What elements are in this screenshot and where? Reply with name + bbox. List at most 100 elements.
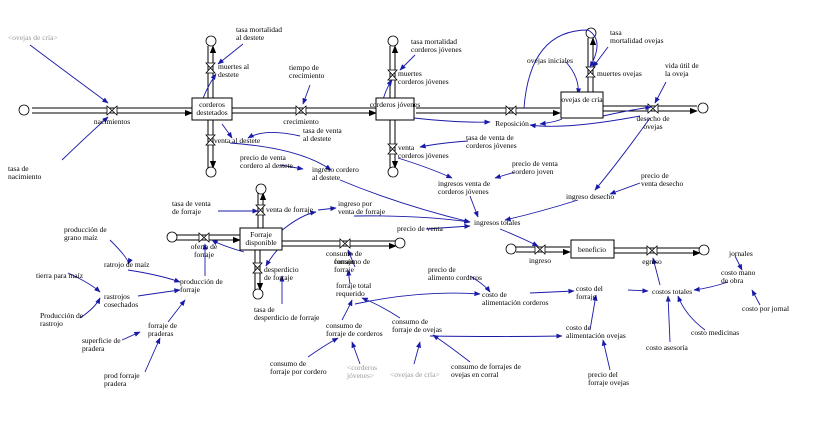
cloud-icon xyxy=(205,166,217,178)
var-rastrojo-maiz: ratrojo de maíz xyxy=(104,260,150,269)
valves xyxy=(106,62,659,274)
clouds xyxy=(18,27,710,300)
valve-icon xyxy=(295,105,307,116)
stock-beneficio[interactable] xyxy=(570,239,615,259)
flow-label-reposicion: Reposición xyxy=(495,119,529,128)
var-ingresos-totales: ingresos totales xyxy=(474,218,521,227)
flow-label-crecimiento: crecimiento xyxy=(283,117,319,126)
svg-text:beneficio: beneficio xyxy=(578,245,606,254)
valve-icon xyxy=(585,66,596,78)
cloud-icon xyxy=(387,35,399,47)
cloud-icon xyxy=(394,237,406,249)
var-precio-de-venta: precio de venta xyxy=(397,224,443,233)
cloud-icon xyxy=(166,231,178,243)
svg-text:ovejas de cría: ovejas de cría xyxy=(561,95,603,104)
valve-icon xyxy=(387,143,398,155)
stock-corderos-jovenes[interactable] xyxy=(375,97,415,121)
flow-label-venta-destete: venta al destete xyxy=(214,136,261,145)
var-costo-medicinas: costo medicinas xyxy=(691,328,739,337)
valve-icon xyxy=(387,69,398,81)
valve-icon xyxy=(205,134,216,146)
var-jornales: jornales xyxy=(728,249,753,258)
cloud-icon xyxy=(505,243,517,255)
var-ovejas-de-cria-shadow-2: <ovejas de cría> xyxy=(390,370,440,379)
stock-forraje-disponible[interactable] xyxy=(239,227,283,251)
var-ovejas-de-cria-shadow: <ovejas de cría> xyxy=(8,33,58,42)
var-costo-por-jornal: costo por jornal xyxy=(742,304,789,313)
flow-label-egreso: egreso xyxy=(642,257,662,266)
valve-icon xyxy=(205,62,216,74)
valve-icon xyxy=(252,262,263,274)
svg-text:corderos jóvenes: corderos jóvenes xyxy=(370,100,421,109)
valve-icon xyxy=(534,244,546,255)
var-tierra-para-maiz: tierra para maíz xyxy=(36,271,84,280)
valve-icon xyxy=(106,105,118,116)
cloud-icon xyxy=(698,244,710,256)
cloud-icon xyxy=(252,288,264,300)
cloud-icon xyxy=(255,183,267,195)
flow-label-nacimientos: nacimientos xyxy=(94,117,130,126)
stock-corderos-destetados[interactable] xyxy=(191,97,233,121)
valve-icon xyxy=(198,232,210,243)
flow-label-muertes-ovejas: muertes ovejas xyxy=(597,69,642,78)
labels: nacimientos crecimiento Reposición desec… xyxy=(8,25,789,388)
cloud-icon xyxy=(18,104,30,116)
var-costos-totales: costos totales xyxy=(652,287,692,296)
stock-ovejas-de-cria[interactable] xyxy=(560,91,604,119)
valve-icon xyxy=(505,105,517,116)
valve-icon xyxy=(339,238,351,249)
valve-icon xyxy=(646,245,658,256)
var-ingreso-desecho: ingreso desecho xyxy=(566,192,614,201)
cloud-icon xyxy=(697,102,709,114)
cloud-icon xyxy=(387,166,399,178)
var-ovejas-iniciales: ovejas iniciales xyxy=(527,56,573,65)
flow-label-ingreso: ingreso xyxy=(529,256,551,265)
flow-label-venta-forraje: venta de forraje xyxy=(266,205,314,214)
valve-icon xyxy=(647,103,659,114)
